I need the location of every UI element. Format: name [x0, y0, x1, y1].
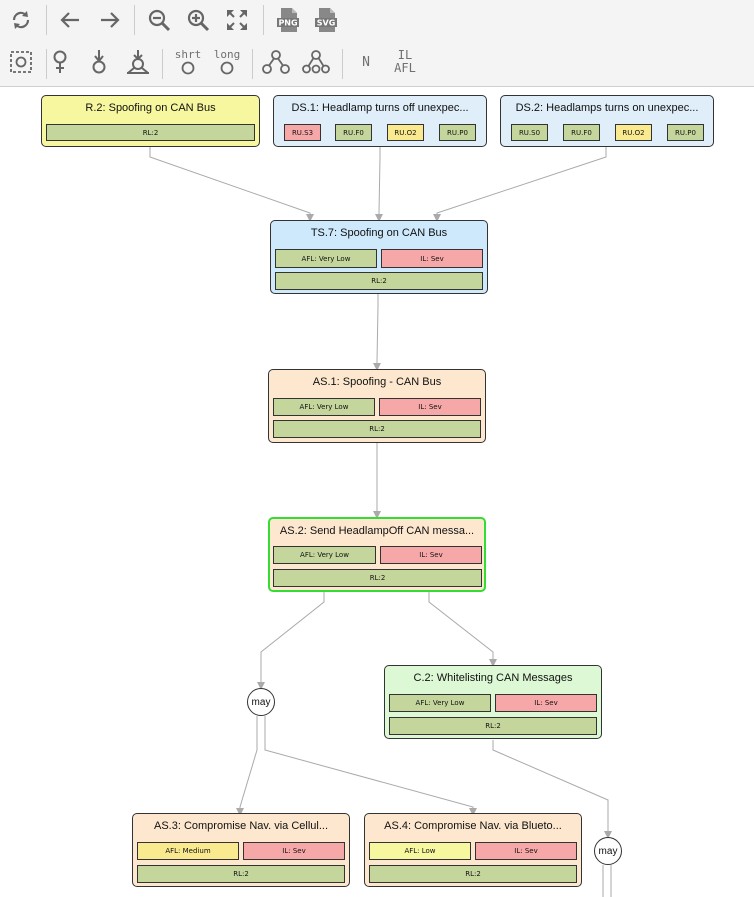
long-label-button[interactable]: long: [211, 47, 243, 77]
edges-layer: [149, 147, 612, 897]
ru-cell: RU.P0: [439, 124, 476, 141]
zoom-in-icon[interactable]: [183, 5, 213, 35]
edge-as2-c2: [428, 592, 497, 667]
node-title: DS.2: Headlamps turns on unexpec...: [515, 102, 699, 114]
il-label: IL: [397, 48, 413, 62]
png-export-icon[interactable]: PNG: [273, 5, 303, 35]
il-cell: IL: Sev: [475, 842, 577, 860]
toolbar-divider: [46, 49, 47, 79]
ru-cell: RU.P0: [667, 124, 704, 141]
toolbar-divider: [134, 5, 135, 35]
refresh-icon[interactable]: [6, 5, 36, 35]
afl-cell: AFL: Medium: [137, 842, 239, 860]
long-label: long: [213, 48, 241, 61]
rl-cell: RL:2: [46, 124, 255, 141]
node-expand-icon[interactable]: [123, 47, 153, 77]
node-as4[interactable]: AS.4: Compromise Nav. via Blueto... AFL:…: [364, 813, 582, 887]
node-ds2[interactable]: DS.2: Headlamps turns on unexpec... RU.S…: [500, 95, 714, 147]
afl-label: AFL: [394, 61, 416, 75]
ru-cell: RU.F0: [335, 124, 372, 141]
node-title: AS.4: Compromise Nav. via Blueto...: [384, 820, 562, 832]
afl-cell: AFL: Very Low: [273, 398, 375, 416]
select-area-icon[interactable]: [6, 47, 36, 77]
edge-as2-may1: [257, 592, 325, 690]
toolbar-divider: [252, 49, 253, 79]
ru-cell: RU.O2: [615, 124, 652, 141]
forward-arrow-icon[interactable]: [95, 5, 125, 35]
edge-ts7-as1: [373, 294, 381, 371]
il-cell: IL: Sev: [495, 694, 597, 712]
node-ts7[interactable]: TS.7: Spoofing on CAN Bus AFL: Very Low …: [270, 220, 488, 294]
diagram-canvas[interactable]: R.2: Spoofing on CAN Bus RL:2 DS.1: Head…: [0, 87, 754, 897]
zoom-out-icon[interactable]: [144, 5, 174, 35]
afl-cell: AFL: Low: [369, 842, 471, 860]
il-afl-button[interactable]: IL AFL: [390, 47, 420, 77]
node-as2[interactable]: AS.2: Send HeadlampOff CAN messa... AFL:…: [268, 517, 486, 592]
rl-cell: RL:2: [369, 865, 577, 883]
node-as1[interactable]: AS.1: Spoofing - CAN Bus AFL: Very Low I…: [268, 369, 486, 443]
node-up-icon[interactable]: [45, 47, 75, 77]
node-down-icon[interactable]: [84, 47, 114, 77]
edge-may1-as4: [264, 716, 477, 816]
ru-cell: RU.S3: [284, 124, 321, 141]
node-as3[interactable]: AS.3: Compromise Nav. via Cellul... AFL:…: [132, 813, 350, 887]
node-title: AS.1: Spoofing - CAN Bus: [312, 376, 442, 388]
node-title: AS.2: Send HeadlampOff CAN messa...: [279, 525, 475, 537]
ru-cell: RU.O2: [387, 124, 424, 141]
edge-r2-ts7: [149, 147, 314, 222]
il-cell: IL: Sev: [380, 546, 482, 564]
n-button[interactable]: N: [351, 47, 381, 77]
node-title: R.2: Spoofing on CAN Bus: [85, 102, 216, 114]
edge-ds1-ts7: [375, 147, 383, 222]
node-title: AS.3: Compromise Nav. via Cellul...: [153, 820, 329, 832]
edge-may1-as3: [236, 716, 258, 816]
tree-layout-icon[interactable]: [261, 47, 291, 77]
node-r2[interactable]: R.2: Spoofing on CAN Bus RL:2: [41, 95, 260, 147]
may-gate[interactable]: may: [247, 688, 275, 716]
rl-cell: RL:2: [273, 420, 481, 438]
fit-screen-icon[interactable]: [222, 5, 252, 35]
rl-cell: RL:2: [273, 569, 482, 587]
toolbar-divider: [263, 5, 264, 35]
short-label-button[interactable]: shrt: [172, 47, 204, 77]
node-title: DS.1: Headlamp turns off unexpec...: [291, 102, 469, 114]
edge-c2-may2: [492, 740, 612, 839]
afl-cell: AFL: Very Low: [389, 694, 491, 712]
svg-export-icon[interactable]: SVG: [311, 5, 341, 35]
il-cell: IL: Sev: [243, 842, 345, 860]
afl-cell: AFL: Very Low: [273, 546, 376, 564]
toolbar-divider: [162, 49, 163, 79]
node-ds1[interactable]: DS.1: Headlamp turns off unexpec... RU.S…: [273, 95, 487, 147]
back-arrow-icon[interactable]: [55, 5, 85, 35]
afl-cell: AFL: Very Low: [275, 249, 377, 268]
il-cell: IL: Sev: [379, 398, 481, 416]
toolbar: PNG SVG shrt long N IL: [0, 0, 754, 87]
node-title: C.2: Whitelisting CAN Messages: [413, 672, 573, 684]
png-label: PNG: [278, 19, 297, 28]
rl-cell: RL:2: [137, 865, 345, 883]
rl-cell: RL:2: [275, 272, 483, 290]
toolbar-divider: [46, 5, 47, 35]
short-label: shrt: [174, 48, 202, 61]
tree-layout-alt-icon[interactable]: [301, 47, 331, 77]
node-title: TS.7: Spoofing on CAN Bus: [310, 227, 448, 239]
svg-label: SVG: [317, 19, 336, 28]
rl-cell: RL:2: [389, 717, 597, 735]
n-label: N: [362, 54, 370, 70]
may-gate[interactable]: may: [594, 837, 622, 865]
toolbar-divider: [342, 49, 343, 79]
ru-cell: RU.S0: [511, 124, 548, 141]
edge-ds2-ts7: [433, 147, 607, 222]
il-cell: IL: Sev: [381, 249, 483, 268]
ru-cell: RU.F0: [563, 124, 600, 141]
node-c2[interactable]: C.2: Whitelisting CAN Messages AFL: Very…: [384, 665, 602, 739]
